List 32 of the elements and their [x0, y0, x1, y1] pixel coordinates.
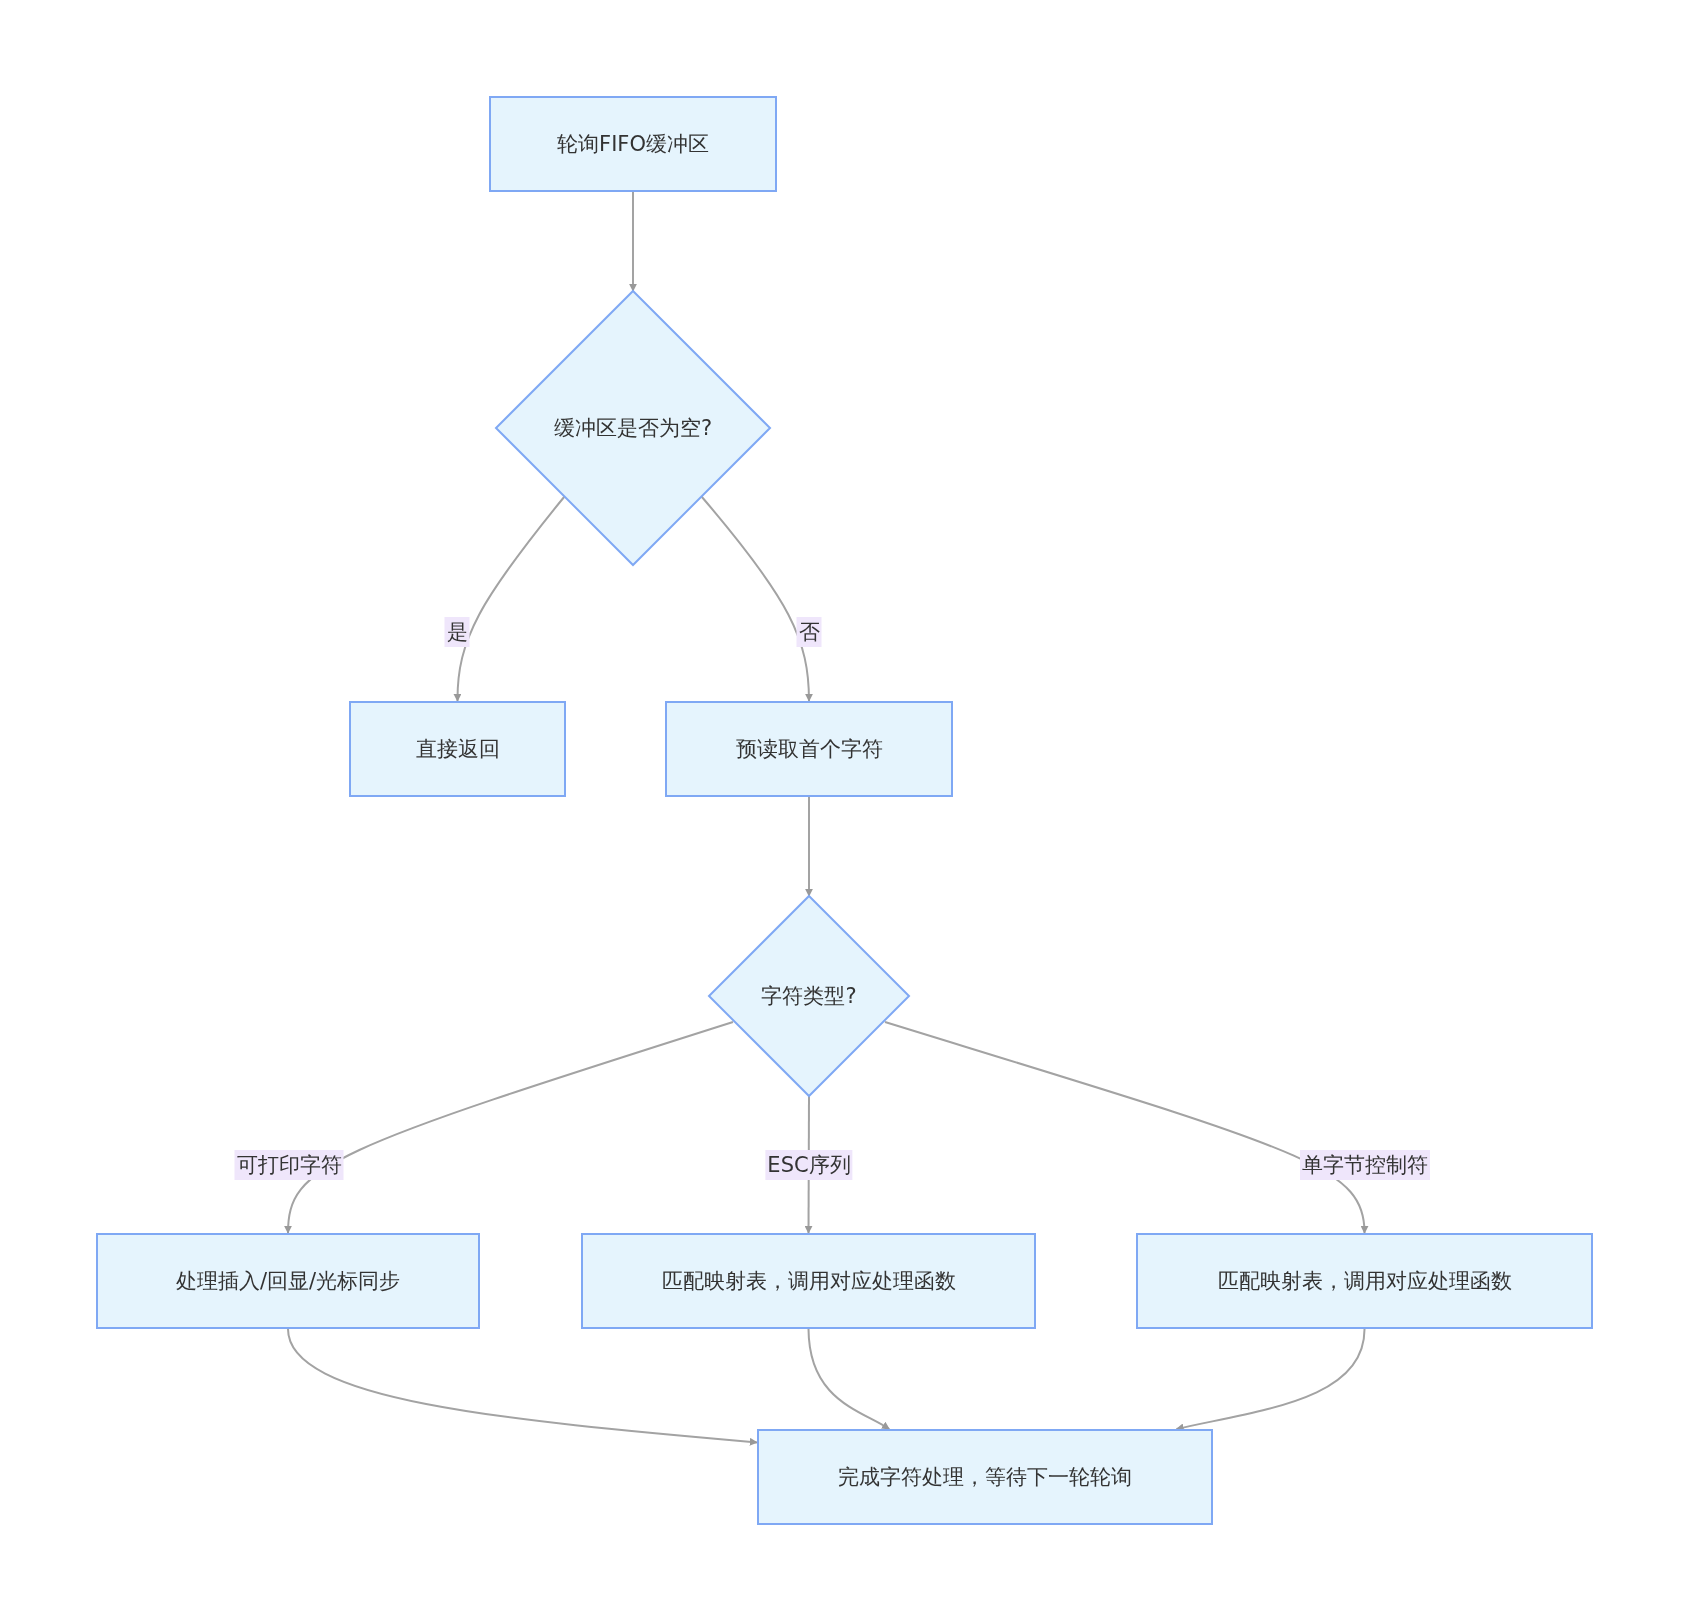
edge-label: ESC序列: [765, 1150, 853, 1180]
arrow: [287, 1328, 758, 1446]
edge-label: 单字节控制符: [1300, 1150, 1430, 1180]
process-box: [349, 701, 566, 797]
arrow: [629, 191, 637, 292]
node-text: 缓冲区是否为空?: [553, 415, 713, 442]
node-text: 字符类型?: [761, 983, 857, 1010]
node-text: 处理插入/回显/光标同步: [175, 1268, 401, 1295]
arrow: [284, 1021, 734, 1234]
arrow: [700, 495, 813, 702]
node-text: 直接返回: [415, 736, 500, 763]
node-text: 轮询FIFO缓冲区: [557, 131, 709, 158]
node-text: 完成字符处理，等待下一轮轮询: [838, 1464, 1132, 1491]
process-box: [757, 1429, 1213, 1525]
node-text: 匹配映射表，调用对应处理函数: [1217, 1268, 1512, 1295]
process-box: [489, 96, 777, 192]
edge-label: 否: [796, 617, 822, 647]
process-box: [96, 1233, 480, 1329]
arrow: [1175, 1328, 1366, 1432]
node-text: 预读取首个字符: [735, 736, 883, 763]
arrow: [453, 495, 566, 702]
arrow: [805, 796, 813, 897]
edge-label: 可打印字符: [234, 1150, 344, 1180]
process-box: [1136, 1233, 1593, 1329]
decision-diamond: [496, 291, 770, 565]
decision-diamond: [709, 896, 909, 1096]
arrow: [807, 1328, 891, 1430]
edge-label: 是: [444, 617, 470, 647]
arrow: [884, 1021, 1368, 1234]
node-text: 匹配映射表，调用对应处理函数: [661, 1268, 956, 1295]
process-box: [581, 1233, 1036, 1329]
process-box: [665, 701, 953, 797]
